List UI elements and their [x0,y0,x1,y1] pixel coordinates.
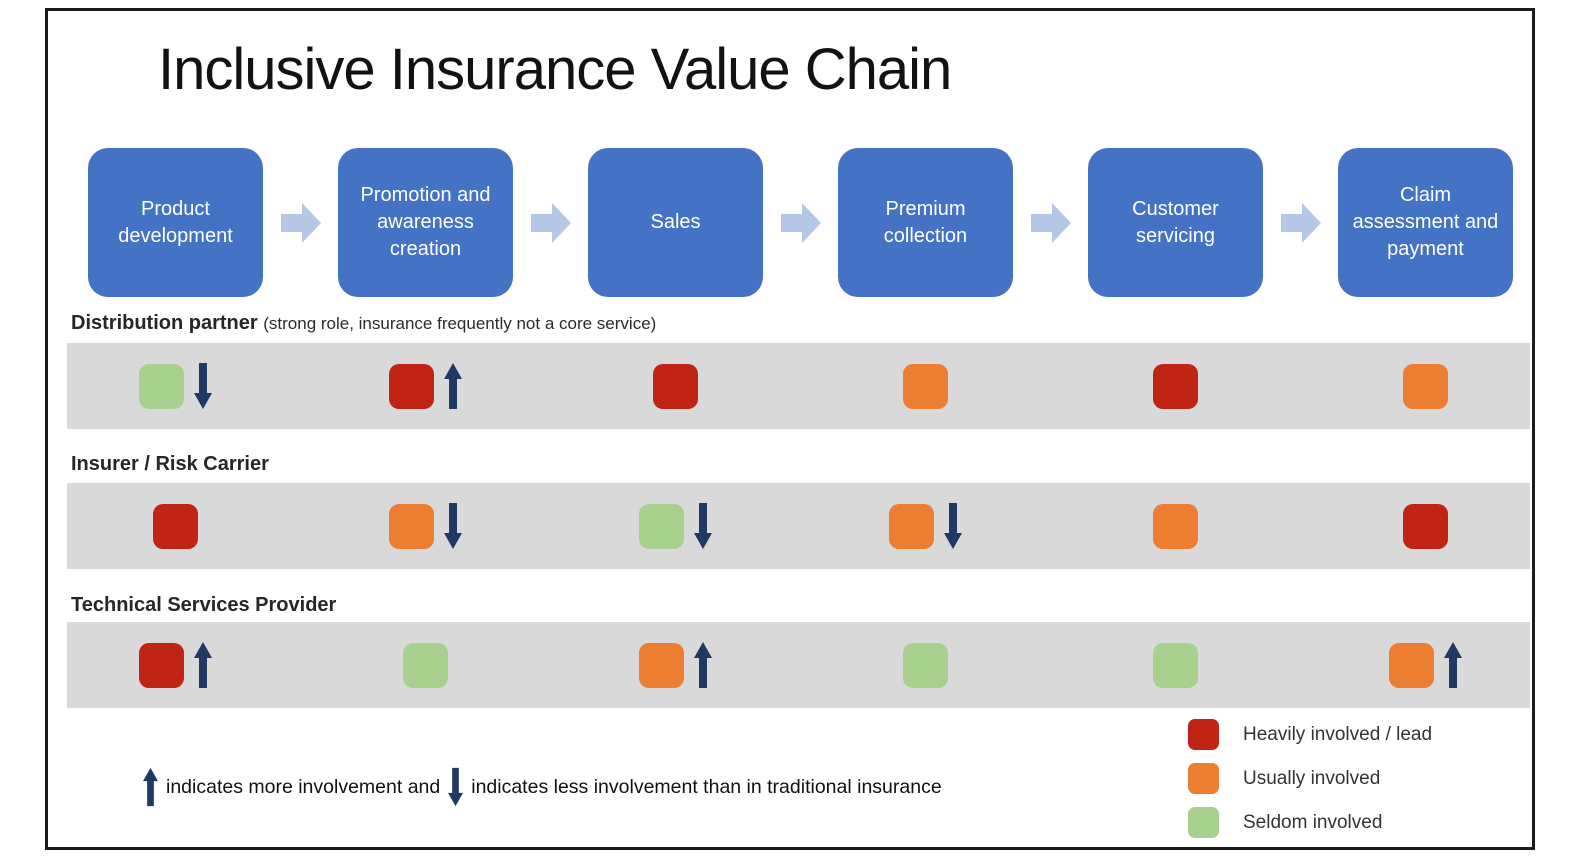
stage-label: Product development [118,197,233,247]
flow-arrow-right-icon [1263,148,1338,297]
involvement-cell [1088,622,1263,708]
involvement-band-insurer-risk-carrier [67,483,1530,569]
involvement-cell [338,483,513,569]
involvement-cell [1338,622,1513,708]
stage-label: Premium collection [883,197,968,247]
involvement-cell [88,343,263,429]
involvement-cell [88,483,263,569]
footnote: indicates more involvement and indicates… [143,760,942,814]
row-sublabel-text: (strong role, insurance frequently not a… [263,314,657,333]
trend-down-icon [194,363,212,409]
involvement-square-seldom-involved [139,363,184,409]
involvement-band-distribution-partner [67,343,1530,429]
involvement-cell [1088,483,1263,569]
stage-label: Sales [650,211,701,233]
involvement-cell [838,343,1013,429]
trend-up-icon [143,767,158,807]
trend-up-icon [194,642,212,688]
legend-swatch-heavily-involved [1188,719,1219,750]
row-label-text: Insurer / Risk Carrier [71,453,269,475]
stage-box-claim-assessment-and-payment: Claim assessment and payment [1338,148,1513,297]
involvement-square-usually-involved [903,363,948,409]
involvement-square-usually-involved [1153,503,1198,549]
legend-label: Heavily involved / lead [1243,723,1433,745]
legend-swatch-usually-involved [1188,763,1219,794]
involvement-square-usually-involved [889,503,934,549]
involvement-square-usually-involved [389,503,434,549]
involvement-cell [588,483,763,569]
involvement-band-technical-services-provider [67,622,1530,708]
footnote-more-text: indicates more involvement and [166,775,441,798]
involvement-square-seldom-involved [403,642,448,688]
involvement-cell [1088,343,1263,429]
trend-down-icon [448,766,464,808]
row-label-insurer-risk-carrier: Insurer / Risk Carrier [71,453,269,476]
diagram-title: Inclusive Insurance Value Chain [158,37,952,102]
involvement-square-heavily-involved [153,503,198,549]
involvement-square-usually-involved [1389,642,1434,688]
stage-label: Claim assessment and payment [1352,184,1499,260]
stage-box-sales: Sales [588,148,763,297]
trend-up-icon [1444,642,1462,688]
legend-swatch-seldom-involved [1188,807,1219,838]
diagram-border [45,8,1535,850]
stage-box-premium-collection: Premium collection [838,148,1013,297]
row-label-technical-services-provider: Technical Services Provider [71,594,336,617]
involvement-cell [88,622,263,708]
involvement-square-heavily-involved [653,363,698,409]
row-label-text: Technical Services Provider [71,594,337,616]
trend-down-icon [694,503,712,549]
value-chain-stage-row: Product development Promotion and awarene… [88,148,1513,297]
involvement-square-heavily-involved [1153,363,1198,409]
stage-box-product-development: Product development [88,148,263,297]
involvement-square-usually-involved [1403,363,1448,409]
involvement-square-seldom-involved [639,503,684,549]
flow-arrow-right-icon [263,148,338,297]
flow-arrow-right-icon [513,148,588,297]
involvement-square-usually-involved [639,642,684,688]
involvement-square-seldom-involved [903,642,948,688]
involvement-cell [588,622,763,708]
legend-item-seldom-involved: Seldom involved [1188,807,1432,838]
involvement-square-heavily-involved [389,363,434,409]
involvement-cell [338,343,513,429]
trend-up-icon [694,642,712,688]
involvement-cell [1338,483,1513,569]
involvement-cell [338,622,513,708]
involvement-square-seldom-involved [1153,642,1198,688]
stage-box-customer-servicing: Customer servicing [1088,148,1263,297]
row-label-distribution-partner: Distribution partner (strong role, insur… [71,312,656,335]
stage-label: Promotion and awareness creation [360,184,491,260]
legend-item-usually-involved: Usually involved [1188,763,1432,794]
legend-item-heavily-involved-lead: Heavily involved / lead [1188,719,1432,750]
stage-box-promotion-and-awareness-creation: Promotion and awareness creation [338,148,513,297]
row-label-text: Distribution partner [71,312,258,334]
legend-label: Usually involved [1243,767,1381,789]
involvement-square-heavily-involved [1403,503,1448,549]
involvement-cell [588,343,763,429]
involvement-square-heavily-involved [139,642,184,688]
stage-label: Customer servicing [1132,197,1219,247]
trend-down-icon [944,503,962,549]
legend-label: Seldom involved [1243,811,1383,833]
trend-down-icon [444,503,462,549]
involvement-cell [838,622,1013,708]
involvement-cell [838,483,1013,569]
involvement-cell [1338,343,1513,429]
footnote-less-text: indicates less involvement than in tradi… [471,775,942,798]
flow-arrow-right-icon [1013,148,1088,297]
trend-up-icon [444,363,462,409]
flow-arrow-right-icon [763,148,838,297]
